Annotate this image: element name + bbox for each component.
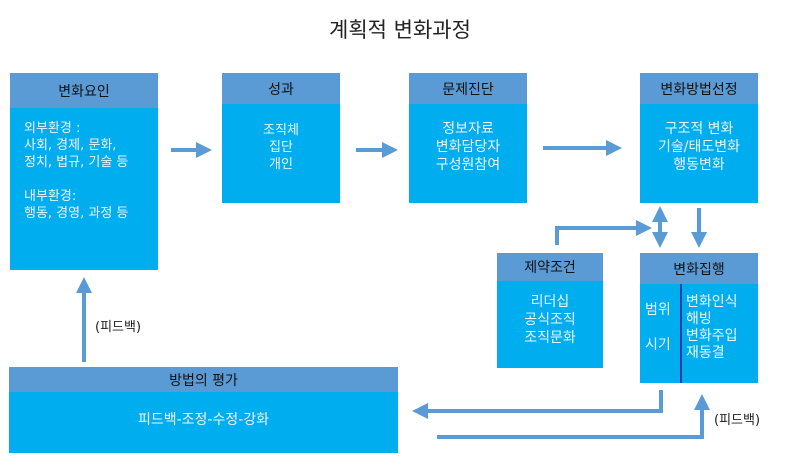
box-body: 정보자료 변화담당자 구성원참여 — [409, 104, 527, 174]
box-method-selection: 변화방법선정 구조적 변화 기술/태도변화 행동변화 — [640, 73, 758, 203]
feedback-label-left: (피드백) — [95, 320, 142, 335]
execution-divider — [680, 284, 682, 383]
text-line: 정보자료 — [442, 121, 494, 137]
box-header: 변화방법선정 — [640, 73, 758, 104]
box-constraints: 제약조건 리더십 공식조직 조직문화 — [497, 253, 603, 368]
text-line: 조직체 — [263, 123, 299, 138]
box-header: 문제진단 — [409, 73, 527, 104]
text-line: 해빙 — [686, 311, 712, 327]
text-line: 개인 — [269, 157, 293, 172]
text-line: 시기 — [645, 337, 671, 353]
text-line: 행동, 경영, 과정 등 — [24, 206, 129, 221]
text-line: 구조적 변화 — [664, 121, 734, 137]
box-body: 구조적 변화 기술/태도변화 행동변화 — [640, 104, 758, 174]
box-body: 리더십 공식조직 조직문화 — [497, 281, 603, 347]
box-header: 변화집행 — [640, 253, 758, 284]
text-line: 사회, 경제, 문화, — [24, 138, 117, 153]
text-line: 범위 — [645, 302, 671, 318]
box-diagnosis: 문제진단 정보자료 변화담당자 구성원참여 — [409, 73, 527, 203]
box-evaluation: 방법의 평가 피드백-조정-수정-강화 — [9, 367, 398, 453]
arrow-constraints-to-link — [555, 220, 652, 245]
diagram-title: 계획적 변화과정 — [329, 18, 471, 42]
text-line: 공식조직 — [524, 312, 576, 328]
text-line: 변화인식 — [686, 294, 738, 310]
box-execution: 변화집행 범위 시기 변화인식 해빙 변화주입 재동결 — [640, 253, 758, 383]
text-line: 리더십 — [530, 294, 570, 310]
box-body: 범위 시기 변화인식 해빙 변화주입 재동결 — [640, 284, 758, 383]
box-change-factors: 변화요인 외부환경 : 사회, 경제, 문화, 정치, 법규, 기술 등 내부환… — [10, 73, 158, 270]
text-line: 행동변화 — [673, 157, 725, 173]
feedback-label-right: (피드백) — [714, 413, 761, 428]
execution-right-column: 변화인식 해빙 변화주입 재동결 — [686, 294, 738, 362]
execution-left-column: 범위 시기 — [645, 292, 671, 354]
box-header: 성과 — [222, 73, 340, 104]
text-line: 외부환경 : — [24, 121, 81, 136]
arrow-feedback-to-execution — [437, 394, 710, 439]
box-header: 방법의 평가 — [9, 367, 398, 392]
box-body: 피드백-조정-수정-강화 — [137, 412, 270, 428]
text-line: 조직문화 — [524, 330, 576, 346]
text-line: 기술/태도변화 — [658, 139, 740, 155]
box-body: 외부환경 : 사회, 경제, 문화, 정치, 법규, 기술 등 내부환경: 행동… — [10, 108, 158, 222]
box-header: 제약조건 — [497, 253, 603, 281]
arrow-execution-to-evaluation — [412, 390, 663, 419]
text-line: 변화주입 — [686, 328, 738, 344]
text-line: 구성원참여 — [435, 157, 501, 173]
text-line: 변화담당자 — [435, 139, 501, 155]
text-line: 집단 — [269, 140, 293, 155]
text-line: 내부환경: — [24, 189, 77, 204]
box-header: 변화요인 — [10, 73, 158, 108]
text-line: 정치, 법규, 기술 등 — [24, 155, 129, 170]
box-body: 조직체 집단 개인 — [222, 104, 340, 173]
box-outcome: 성과 조직체 집단 개인 — [222, 73, 340, 203]
text-line: 재동결 — [686, 345, 725, 361]
